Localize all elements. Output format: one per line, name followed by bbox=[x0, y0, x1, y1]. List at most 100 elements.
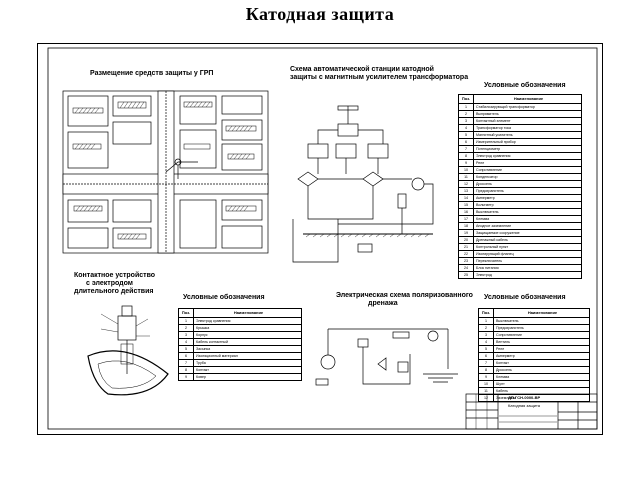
legend-row-name: Стабилизирующий трансформатор bbox=[476, 105, 535, 109]
legend-row-pos: 2 bbox=[179, 325, 194, 331]
station-circuit bbox=[292, 105, 434, 263]
contact-title-line2: с электродом bbox=[86, 280, 133, 287]
legend-row-name: Клемма bbox=[476, 217, 490, 221]
legend-row-name: Шунт bbox=[496, 382, 505, 386]
legend-row-name: Кабель bbox=[496, 389, 508, 393]
stamp-code: ДП-ГСН-0000-ВР bbox=[508, 395, 541, 400]
legend-row-pos: 5 bbox=[479, 346, 494, 352]
legend-row-pos: 9 bbox=[179, 374, 194, 380]
legend-top-col-pos: Поз. bbox=[459, 95, 474, 103]
legend-row-pos: 23 bbox=[459, 258, 474, 264]
contact-title-line3: длительного действия bbox=[74, 288, 154, 295]
legend-row-name: Контактный элемент bbox=[476, 119, 511, 123]
legend-row-name: Дроссель bbox=[496, 368, 512, 372]
legend-row-name: Защищаемое сооружение bbox=[476, 231, 520, 235]
legend-row-pos: 4 bbox=[479, 339, 494, 345]
legend-left-col-name: Наименование bbox=[233, 310, 264, 315]
legend-row-name: Труба bbox=[196, 361, 206, 365]
legend-row-name: Сопротивление bbox=[476, 168, 503, 172]
legend-row-pos: 5 bbox=[179, 346, 194, 352]
legend-row-name: Контакт bbox=[496, 361, 509, 365]
stamp-name: Катодная защита bbox=[508, 403, 541, 408]
legend-row-pos: 17 bbox=[459, 216, 474, 222]
legend-row-pos: 6 bbox=[479, 353, 494, 359]
legend-row-pos: 7 bbox=[479, 360, 494, 366]
legend-row-name: Дроссель bbox=[476, 182, 492, 186]
placement-title: Размещение средств защиты у ГРП bbox=[90, 70, 214, 77]
legend-row-pos: 11 bbox=[479, 388, 494, 394]
legend-row-pos: 2 bbox=[479, 325, 494, 331]
legend-row-pos: 11 bbox=[459, 174, 474, 180]
legend-row-name: Вольтметр bbox=[476, 203, 494, 207]
legend-top-title: Условные обозначения bbox=[484, 82, 566, 89]
legend-row-name: Крышка bbox=[196, 326, 210, 330]
legend-row-name: Конденсатор bbox=[476, 175, 498, 179]
legend-row-name: Корпус bbox=[196, 333, 208, 337]
legend-row-pos: 3 bbox=[459, 118, 474, 124]
legend-row-pos: 22 bbox=[459, 251, 474, 257]
legend-row-pos: 7 bbox=[179, 360, 194, 366]
legend-right-col-pos: Поз. bbox=[479, 309, 494, 317]
legend-row-name: Блок питания bbox=[476, 266, 499, 270]
legend-row-pos: 4 bbox=[459, 125, 474, 131]
legend-row-name: Заземление bbox=[496, 396, 517, 400]
legend-row-pos: 15 bbox=[459, 202, 474, 208]
legend-row-pos: 9 bbox=[459, 160, 474, 166]
legend-row-name: Измерительный прибор bbox=[476, 140, 516, 144]
contact-title-line1: Контактное устройство bbox=[74, 272, 156, 279]
legend-row-pos: 7 bbox=[459, 146, 474, 152]
legend-row-name: Трансформатор тока bbox=[476, 126, 511, 130]
legend-row-name: Сопротивление bbox=[496, 333, 523, 337]
legend-row-name: Амперметр bbox=[476, 196, 495, 200]
legend-row-name: Предохранитель bbox=[476, 189, 504, 193]
legend-row-pos: 6 bbox=[459, 139, 474, 145]
legend-row-name: Анодное заземление bbox=[476, 224, 512, 228]
legend-row-name: Переключатель bbox=[476, 259, 503, 263]
legend-row-pos: 8 bbox=[459, 153, 474, 159]
legend-row-pos: 19 bbox=[459, 230, 474, 236]
legend-row-name: Контакт bbox=[196, 368, 209, 372]
legend-row-pos: 3 bbox=[479, 332, 494, 338]
legend-row-pos: 18 bbox=[459, 223, 474, 229]
legend-row-name: Кабель контактный bbox=[196, 340, 228, 344]
legend-row-name: Засыпка bbox=[196, 347, 211, 351]
legend-row-pos: 9 bbox=[479, 374, 494, 380]
legend-row-name: Ковер bbox=[196, 375, 206, 379]
legend-row-pos: 4 bbox=[179, 339, 194, 345]
legend-row-pos: 8 bbox=[479, 367, 494, 373]
legend-row-pos: 10 bbox=[479, 381, 494, 387]
legend-row-name: Изоляционный материал bbox=[196, 354, 238, 358]
legend-row-name: Контрольный пункт bbox=[476, 245, 509, 249]
